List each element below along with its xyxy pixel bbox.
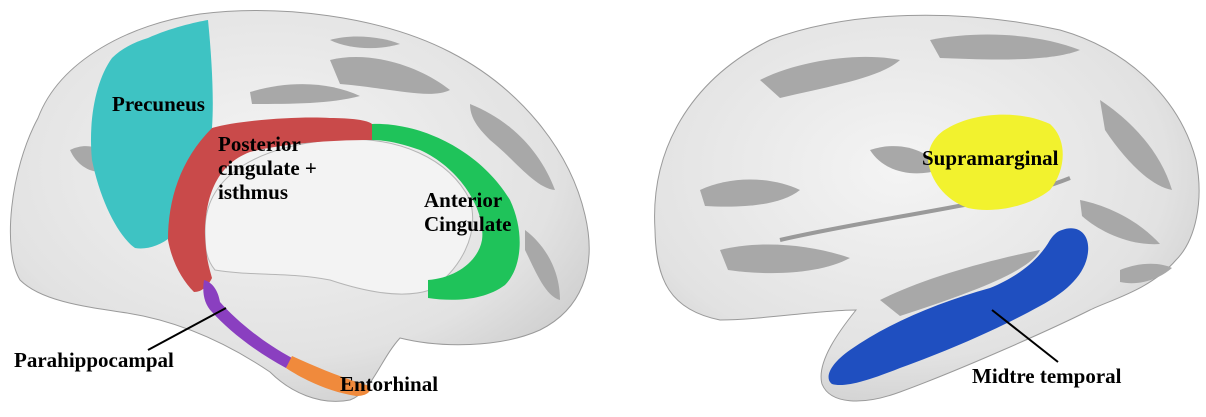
label-entorhinal: Entorhinal <box>340 372 438 396</box>
label-precuneus-line: Precuneus <box>112 92 205 116</box>
label-precuneus: Precuneus <box>112 92 205 116</box>
label-midtre-temporal-line: Midtre temporal <box>972 364 1121 388</box>
label-posterior-cingulate: Posterior cingulate + isthmus <box>218 132 317 204</box>
label-supramarginal: Supramarginal <box>922 146 1059 170</box>
lateral-hemisphere <box>655 15 1199 401</box>
label-parahippocampal-line: Parahippocampal <box>14 348 174 372</box>
label-anterior-cingulate: Anterior Cingulate <box>424 188 512 236</box>
label-posterior-cingulate-line-3: isthmus <box>218 180 317 204</box>
label-parahippocampal: Parahippocampal <box>14 348 174 372</box>
label-anterior-cingulate-line-2: Cingulate <box>424 212 512 236</box>
label-anterior-cingulate-line-1: Anterior <box>424 188 512 212</box>
label-entorhinal-line: Entorhinal <box>340 372 438 396</box>
label-midtre-temporal: Midtre temporal <box>972 364 1121 388</box>
label-posterior-cingulate-line-2: cingulate + <box>218 156 317 180</box>
label-posterior-cingulate-line-1: Posterior <box>218 132 317 156</box>
label-supramarginal-line: Supramarginal <box>922 146 1059 170</box>
